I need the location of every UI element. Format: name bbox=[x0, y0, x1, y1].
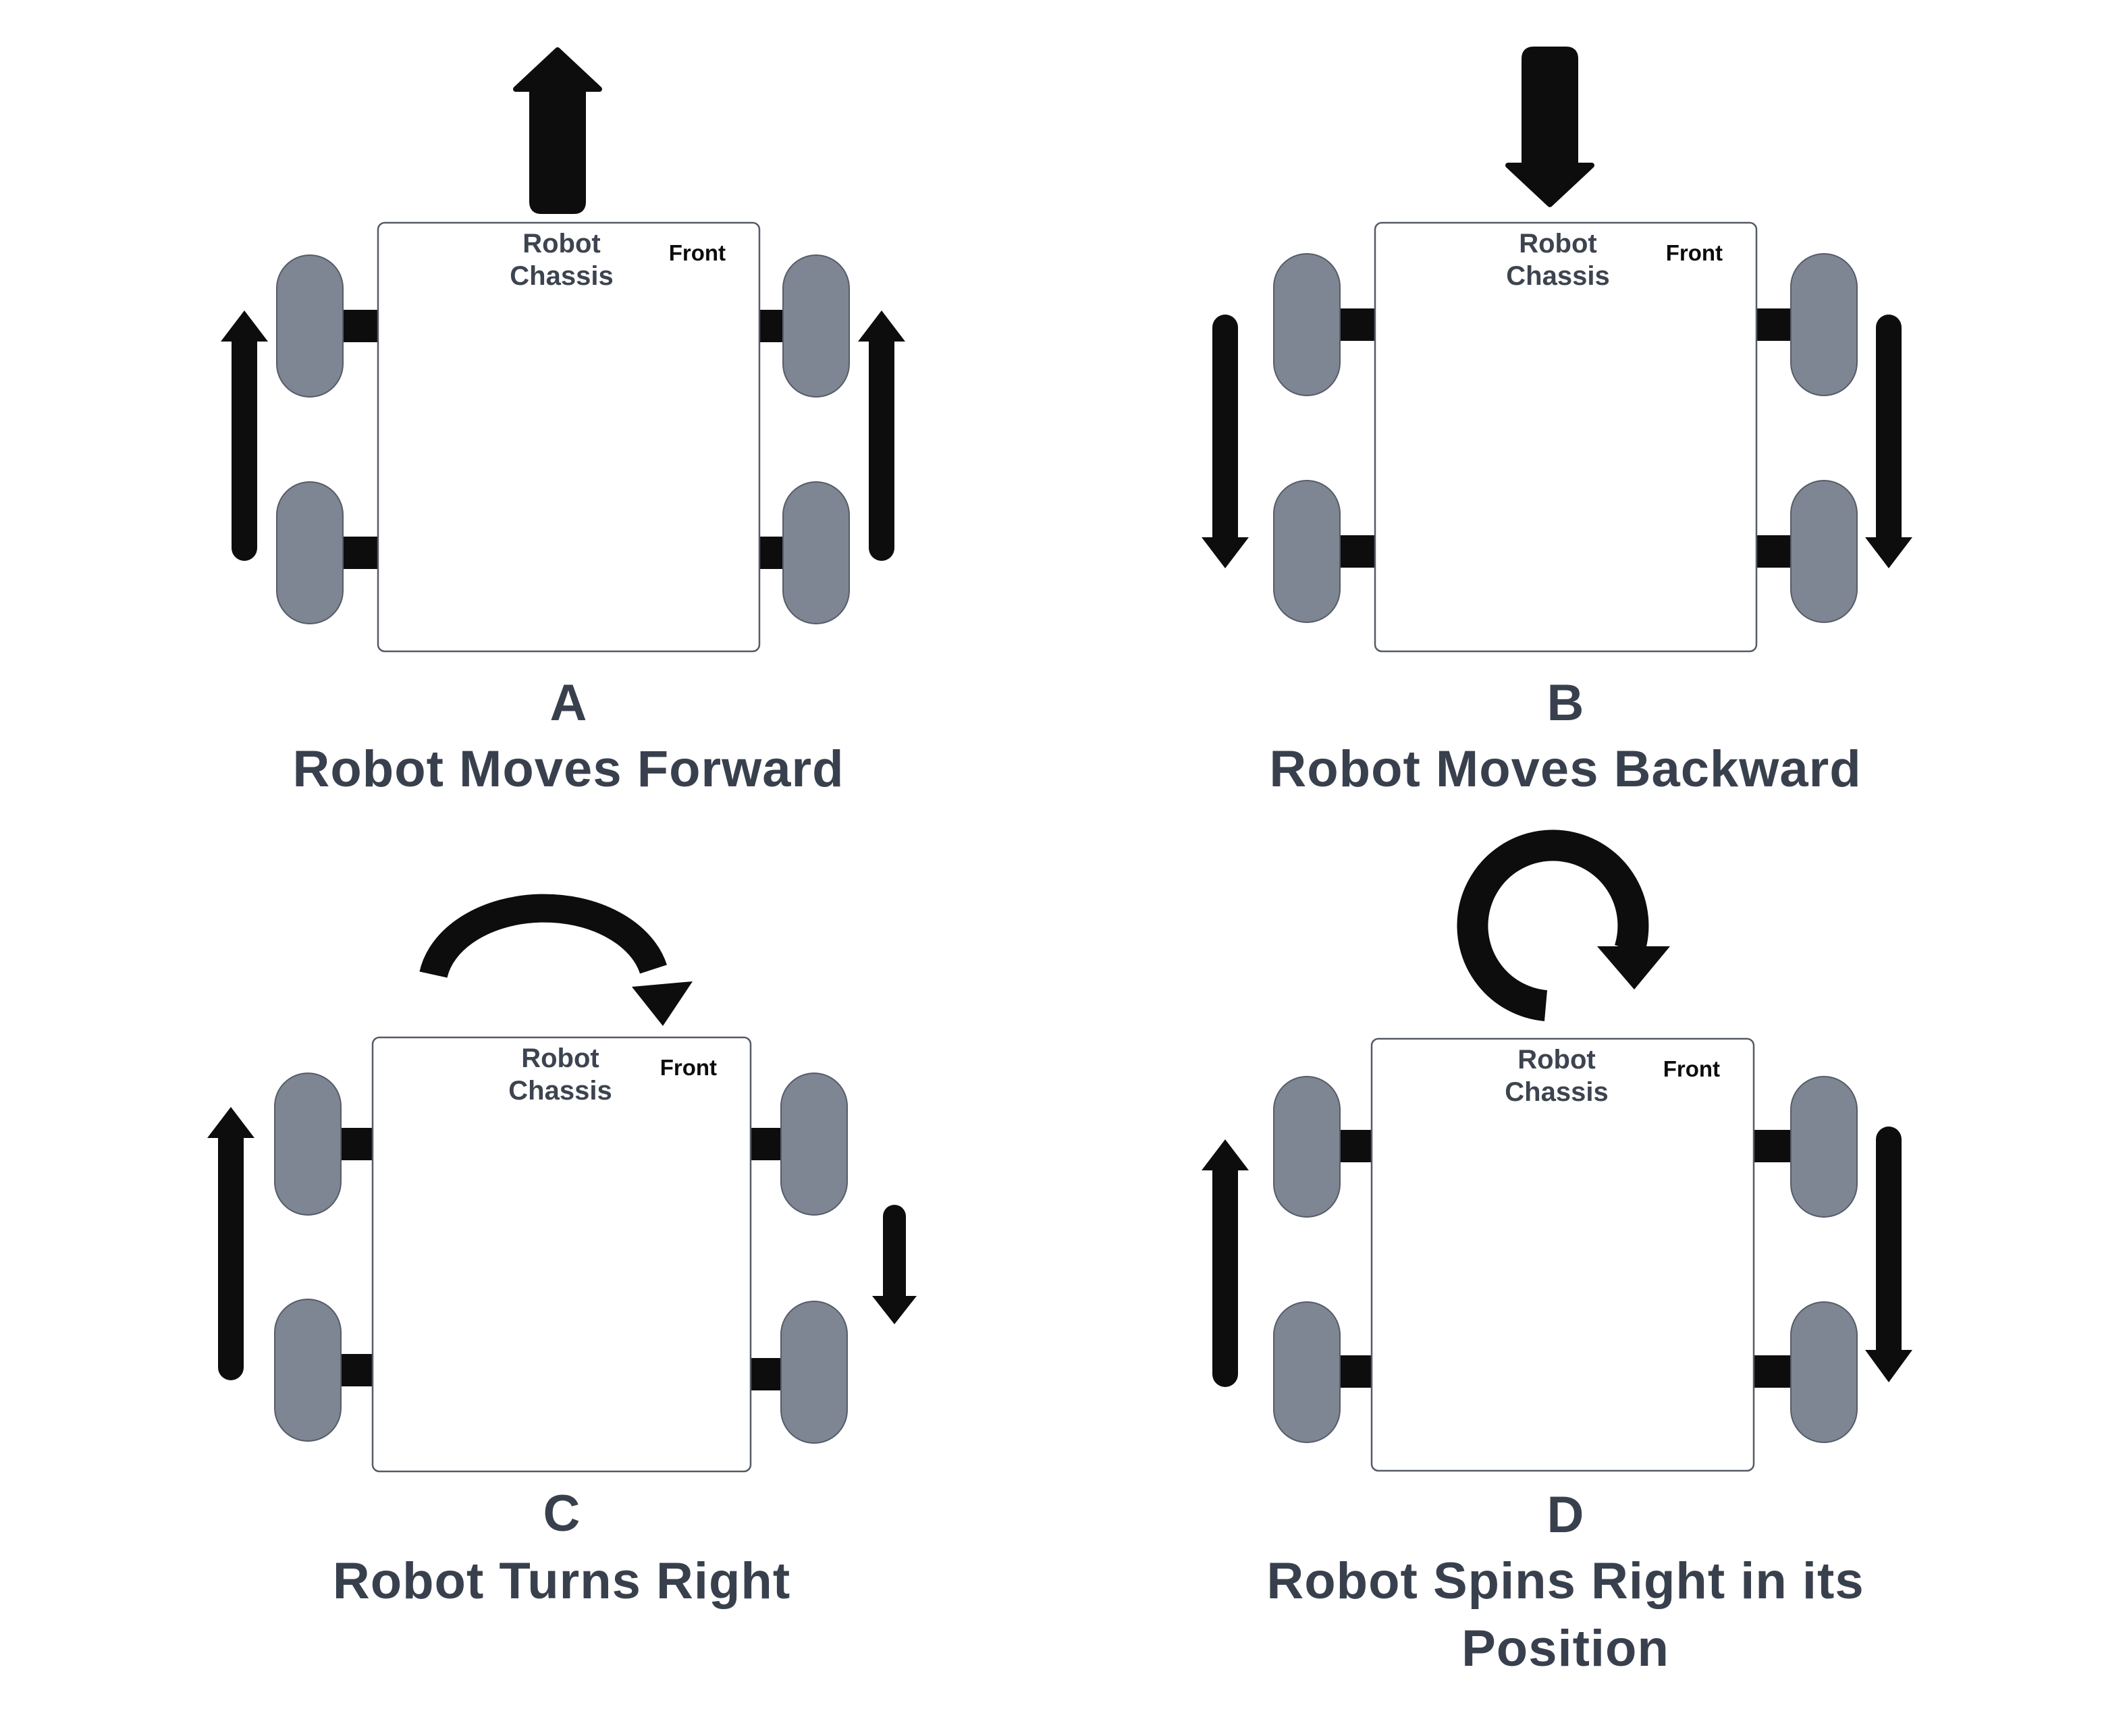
chassis-label-line2: Chassis bbox=[510, 261, 613, 291]
wheel-front-left bbox=[1273, 253, 1341, 396]
panel-a-robot-diagram: Robot Chassis Front bbox=[221, 47, 905, 653]
right-wheels-backward-arrow-icon bbox=[1865, 1127, 1912, 1382]
chassis-label-line2: Chassis bbox=[1505, 1077, 1608, 1107]
wheel-rear-right bbox=[1790, 1301, 1858, 1443]
panel-d-robot-diagram: Robot Chassis Front bbox=[1202, 830, 1912, 1472]
axle-rear-right bbox=[1753, 535, 1792, 568]
front-label: Front bbox=[1666, 240, 1723, 265]
axle-rear-right bbox=[748, 1358, 783, 1390]
backward-direction-arrow-icon bbox=[1505, 47, 1594, 207]
wheel-rear-left bbox=[1273, 1301, 1341, 1443]
axle-rear-left bbox=[338, 1354, 376, 1386]
axle-front-left bbox=[342, 310, 381, 342]
panel-d-caption: Robot Spins Right in its Position bbox=[1266, 1552, 1864, 1678]
panel-b-letter: B bbox=[1546, 674, 1584, 732]
panel-a-letter: A bbox=[549, 674, 587, 732]
wheel-rear-right bbox=[780, 1301, 848, 1444]
panel-c-letter: C bbox=[543, 1485, 581, 1542]
forward-direction-arrow-icon bbox=[513, 47, 602, 214]
wheel-front-left bbox=[1273, 1076, 1341, 1218]
axle-front-right bbox=[1752, 1130, 1792, 1162]
axle-front-left bbox=[1337, 1130, 1375, 1162]
wheel-rear-right bbox=[1790, 480, 1858, 623]
axle-rear-left bbox=[342, 537, 381, 569]
left-wheels-forward-arrow-icon bbox=[221, 310, 268, 561]
panel-b-caption: Robot Moves Backward bbox=[1269, 740, 1862, 798]
chassis-label-line1: Robot bbox=[1519, 229, 1597, 259]
chassis-body bbox=[371, 1036, 752, 1473]
wheel-rear-left bbox=[274, 1299, 342, 1442]
axle-front-right bbox=[748, 1128, 783, 1160]
axle-rear-right bbox=[1752, 1355, 1792, 1388]
chassis-label-line2: Chassis bbox=[1506, 261, 1609, 291]
axle-front-left bbox=[338, 1128, 376, 1160]
front-label: Front bbox=[1663, 1056, 1720, 1081]
left-wheels-forward-arrow-icon bbox=[1202, 1139, 1249, 1387]
wheel-rear-left bbox=[1273, 480, 1341, 623]
wheel-front-right bbox=[1790, 253, 1858, 396]
panel-c-caption: Robot Turns Right bbox=[332, 1552, 791, 1610]
right-wheels-forward-arrow-icon bbox=[858, 310, 905, 561]
turn-right-arc-arrow-icon bbox=[419, 894, 693, 1026]
left-wheels-backward-arrow-icon bbox=[1202, 315, 1249, 568]
chassis-label-line1: Robot bbox=[521, 1043, 599, 1073]
panel-a-caption: Robot Moves Forward bbox=[292, 740, 844, 798]
axle-front-right bbox=[1753, 308, 1792, 341]
panel-c-robot-diagram: Robot Chassis Front bbox=[207, 894, 917, 1473]
panel-d-letter: D bbox=[1546, 1486, 1584, 1544]
panel-b-robot-diagram: Robot Chassis Front bbox=[1202, 47, 1912, 653]
wheel-rear-left bbox=[276, 481, 344, 624]
right-wheels-backward-arrow-icon bbox=[1865, 315, 1912, 568]
chassis-body bbox=[1370, 1037, 1755, 1472]
wheel-front-left bbox=[274, 1073, 342, 1216]
axle-rear-left bbox=[1339, 535, 1378, 568]
front-label: Front bbox=[669, 240, 726, 265]
front-label: Front bbox=[660, 1055, 717, 1080]
wheel-front-right bbox=[780, 1073, 848, 1216]
wheel-front-left bbox=[276, 254, 344, 398]
chassis-body bbox=[377, 221, 761, 653]
right-wheels-backward-short-arrow-icon bbox=[872, 1205, 917, 1324]
wheel-rear-right bbox=[782, 481, 850, 624]
wheel-front-right bbox=[782, 254, 850, 398]
axle-rear-left bbox=[1337, 1355, 1375, 1388]
left-wheels-forward-arrow-icon bbox=[207, 1107, 254, 1380]
chassis-body bbox=[1374, 221, 1758, 653]
spin-clockwise-arrow-icon bbox=[1457, 830, 1670, 1021]
chassis-label-line1: Robot bbox=[1517, 1045, 1596, 1075]
wheel-front-right bbox=[1790, 1076, 1858, 1218]
chassis-label-line2: Chassis bbox=[508, 1076, 612, 1106]
chassis-label-line1: Robot bbox=[522, 229, 601, 259]
axle-front-left bbox=[1339, 308, 1378, 341]
